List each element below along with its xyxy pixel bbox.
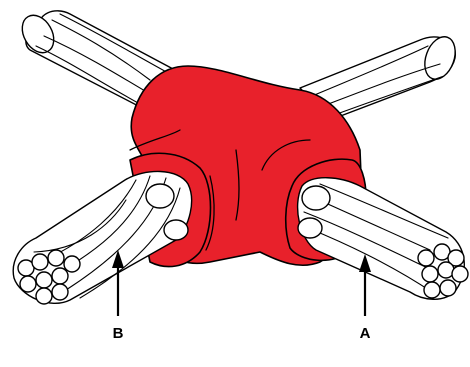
callout-a: A bbox=[359, 254, 371, 342]
cable-lower-left bbox=[13, 171, 191, 304]
label-a: A bbox=[360, 325, 371, 342]
label-b: B bbox=[113, 325, 124, 342]
callout-b: B bbox=[112, 250, 124, 342]
cable-lower-right bbox=[298, 178, 468, 300]
